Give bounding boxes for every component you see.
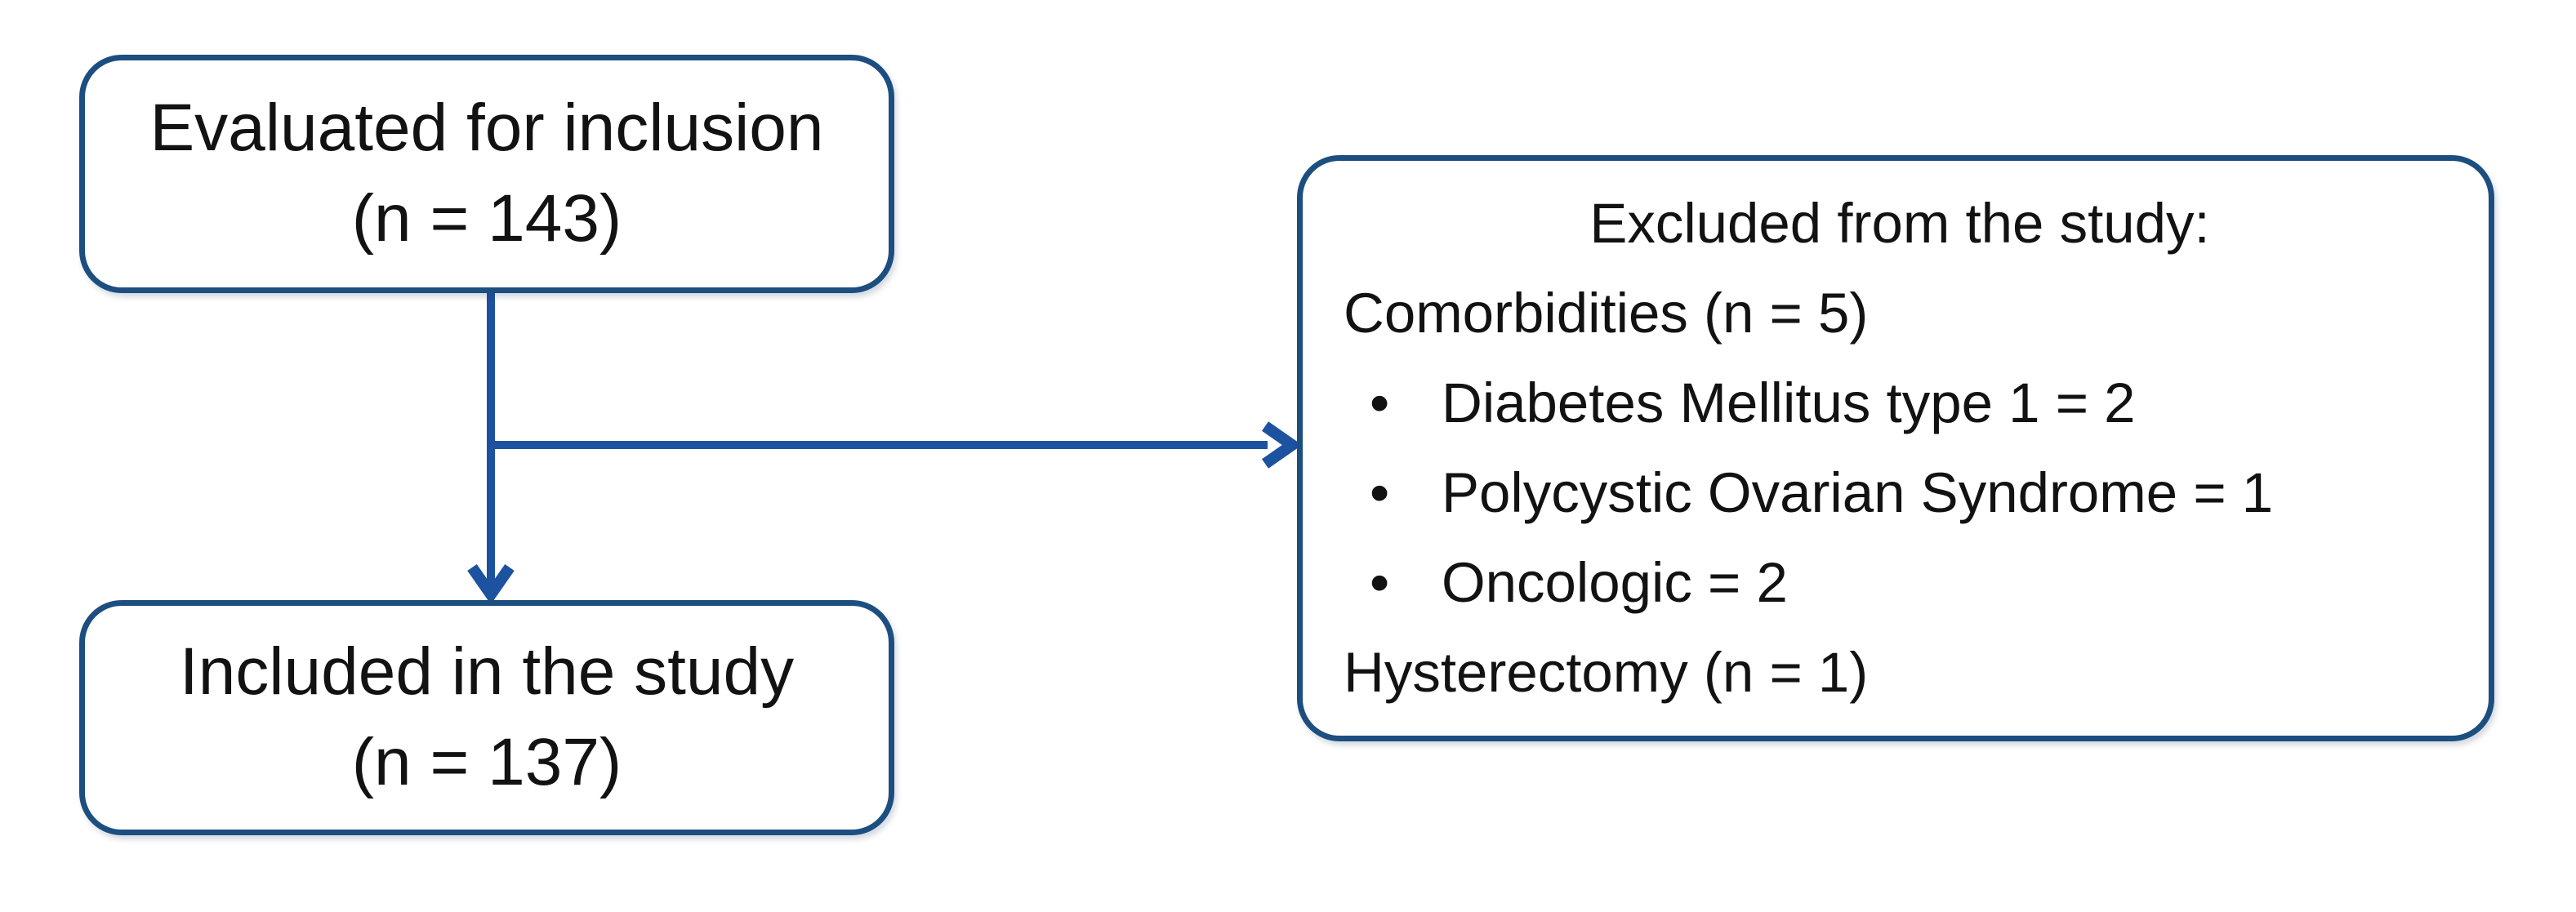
down-arrowhead-icon (467, 563, 515, 605)
list-item-oncologic: • Oncologic = 2 (1344, 538, 2456, 628)
included-count: (n = 137) (351, 725, 622, 799)
excluded-from-study-box: Excluded from the study: Comorbidities (… (1297, 155, 2494, 741)
included-label: Included in the study (179, 634, 795, 710)
hysterectomy-label: Hysterectomy (n = 1) (1344, 641, 1869, 704)
list-item-pcos: • Polycystic Ovarian Syndrome = 1 (1344, 448, 2456, 538)
pcos-label: Polycystic Ovarian Syndrome = 1 (1442, 461, 2274, 524)
included-in-study-box: Included in the study (n = 137) (79, 600, 894, 835)
list-item-diabetes: • Diabetes Mellitus type 1 = 2 (1344, 358, 2456, 448)
evaluated-for-inclusion-box: Evaluated for inclusion (n = 143) (79, 55, 894, 293)
oncologic-label: Oncologic = 2 (1442, 551, 1788, 614)
evaluated-count: (n = 143) (351, 181, 622, 256)
excluded-title: Excluded from the study: (1589, 192, 2210, 255)
comorbidities-label: Comorbidities (n = 5) (1344, 282, 1869, 345)
diabetes-label: Diabetes Mellitus type 1 = 2 (1442, 371, 2136, 434)
right-arrowhead-icon (1261, 421, 1303, 469)
bullet-icon: • (1370, 371, 1390, 434)
evaluated-label: Evaluated for inclusion (149, 91, 824, 166)
bullet-icon: • (1370, 551, 1390, 614)
bullet-icon: • (1370, 461, 1390, 524)
